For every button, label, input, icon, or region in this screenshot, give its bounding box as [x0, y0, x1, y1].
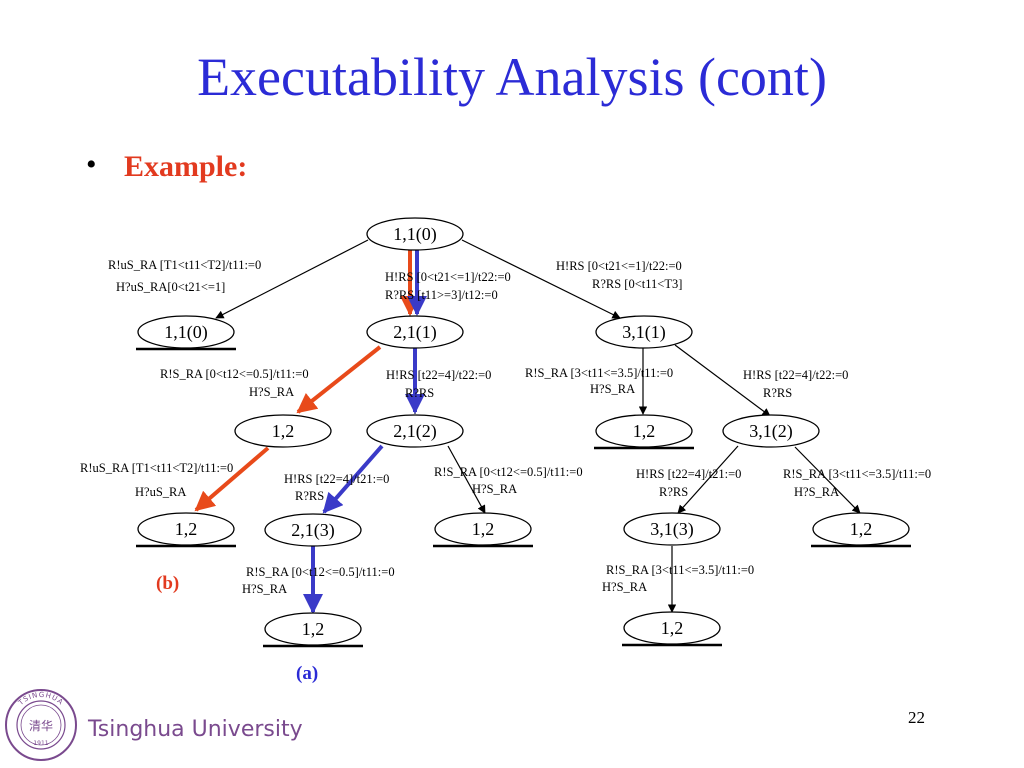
edge-label: H?uS_RA — [135, 485, 186, 499]
edge-label: H!RS [t22=4]/t22:=0 — [743, 368, 848, 382]
edge-label: R!S_RA [3<t11<=3.5]/t11:=0 — [606, 563, 754, 577]
node-label: 1,1(0) — [164, 322, 208, 343]
path-b-label: (b) — [156, 573, 179, 594]
node-n1: 1,1(0) — [136, 315, 236, 351]
node-n9: 2,1(3) — [264, 513, 362, 547]
node-label: 1,2 — [661, 618, 684, 638]
node-label: 1,2 — [302, 619, 325, 639]
example-heading: Example: — [124, 150, 248, 183]
edge-label: H?S_RA — [242, 582, 287, 596]
bullet-marker: • — [86, 148, 97, 181]
node-n3: 3,1(1) — [595, 315, 693, 349]
edge-label: H!RS [t22=4]/t21:=0 — [284, 472, 389, 486]
node-label: 1,2 — [272, 421, 295, 441]
node-label: 1,2 — [472, 519, 495, 539]
node-label: 1,2 — [850, 519, 873, 539]
path-a-label: (a) — [296, 663, 318, 684]
edge-label: R?RS [t11>=3]/t12:=0 — [385, 288, 498, 302]
edge-label: H?S_RA — [249, 385, 294, 399]
edge-label: R?RS [0<t11<T3] — [592, 277, 682, 291]
node-label: 1,2 — [633, 421, 656, 441]
node-label: 1,1(0) — [393, 224, 437, 245]
edge-n0-n1 — [215, 239, 369, 319]
node-label: 2,1(3) — [291, 520, 335, 541]
node-n13: 1,2 — [263, 612, 363, 648]
edge-label: R!S_RA [0<t12<=0.5]/t11:=0 — [246, 565, 395, 579]
node-n10: 1,2 — [433, 512, 533, 548]
logo-year-text: 1911 — [33, 740, 48, 747]
node-label: 3,1(2) — [749, 421, 793, 442]
edge-label: H?S_RA — [794, 485, 839, 499]
logo-center-text: 清华 — [29, 719, 53, 733]
node-n12: 1,2 — [811, 512, 911, 548]
edge-label: H!RS [0<t21<=1]/t22:=0 — [556, 259, 682, 273]
edge-label: R?RS — [763, 386, 792, 400]
edge-label: R!S_RA [0<t12<=0.5]/t11:=0 — [434, 465, 583, 479]
path-b-edge-n2-n4 — [296, 345, 382, 414]
edge-label: H?S_RA — [602, 580, 647, 594]
edge-label: H?S_RA — [472, 482, 517, 496]
edge-label: H?uS_RA[0<t21<=1] — [116, 280, 225, 294]
edge-n7-n11 — [677, 445, 739, 514]
path-a-edge-n5-n9 — [322, 444, 384, 514]
edge-n7-n12 — [794, 446, 861, 514]
node-n11: 3,1(3) — [623, 512, 721, 546]
node-n14: 1,2 — [622, 611, 722, 647]
node-label: 1,2 — [175, 519, 198, 539]
edge-n5-n10 — [447, 445, 486, 514]
node-n2: 2,1(1) — [366, 315, 464, 349]
node-n5: 2,1(2) — [366, 414, 464, 448]
page-number: 22 — [908, 708, 925, 727]
node-label: 3,1(1) — [622, 322, 666, 343]
node-n7: 3,1(2) — [722, 414, 820, 448]
edge-label: R!uS_RA [T1<t11<T2]/t11:=0 — [80, 461, 233, 475]
edge-label: R?RS — [405, 386, 434, 400]
edge-label: R?RS — [295, 489, 324, 503]
node-n4: 1,2 — [234, 414, 332, 448]
edge-n0-n3 — [461, 239, 621, 319]
edge-label: H?S_RA — [590, 382, 635, 396]
edge-label-layer: R!uS_RA [T1<t11<T2]/t11:=0 H?uS_RA[0<t21… — [80, 258, 931, 596]
slide-title: Executability Analysis (cont) — [197, 47, 827, 107]
node-n0: 1,1(0) — [366, 217, 464, 251]
edge-label: H!RS [t22=4]/t21:=0 — [636, 467, 741, 481]
edge-label: R!S_RA [3<t11<=3.5]/t11:=0 — [525, 366, 673, 380]
node-n6: 1,2 — [594, 414, 694, 450]
edge-label: R!uS_RA [T1<t11<T2]/t11:=0 — [108, 258, 261, 272]
edge-n3-n7 — [674, 344, 771, 417]
node-n8: 1,2 — [136, 512, 236, 548]
node-label: 3,1(3) — [650, 519, 694, 540]
path-b-edge-n4-n8 — [194, 446, 270, 512]
tsinghua-seal-logo: TSINGHUA 清华 1911 — [5, 689, 77, 761]
node-label: 2,1(2) — [393, 421, 437, 442]
execution-path-a — [303, 250, 427, 614]
edge-label: R!S_RA [0<t12<=0.5]/t11:=0 — [160, 367, 309, 381]
university-name: Tsinghua University — [88, 717, 303, 742]
edge-label: R!S_RA [3<t11<=3.5]/t11:=0 — [783, 467, 931, 481]
node-label: 2,1(1) — [393, 322, 437, 343]
edge-label: R?RS — [659, 485, 688, 499]
node-layer: 1,1(0) 1,1(0) 2,1(1) 3,1(1) 1,2 2,1(2) 1… — [136, 217, 911, 648]
edge-label: H!RS [0<t21<=1]/t22:=0 — [385, 270, 511, 284]
edge-label: H!RS [t22=4]/t22:=0 — [386, 368, 491, 382]
